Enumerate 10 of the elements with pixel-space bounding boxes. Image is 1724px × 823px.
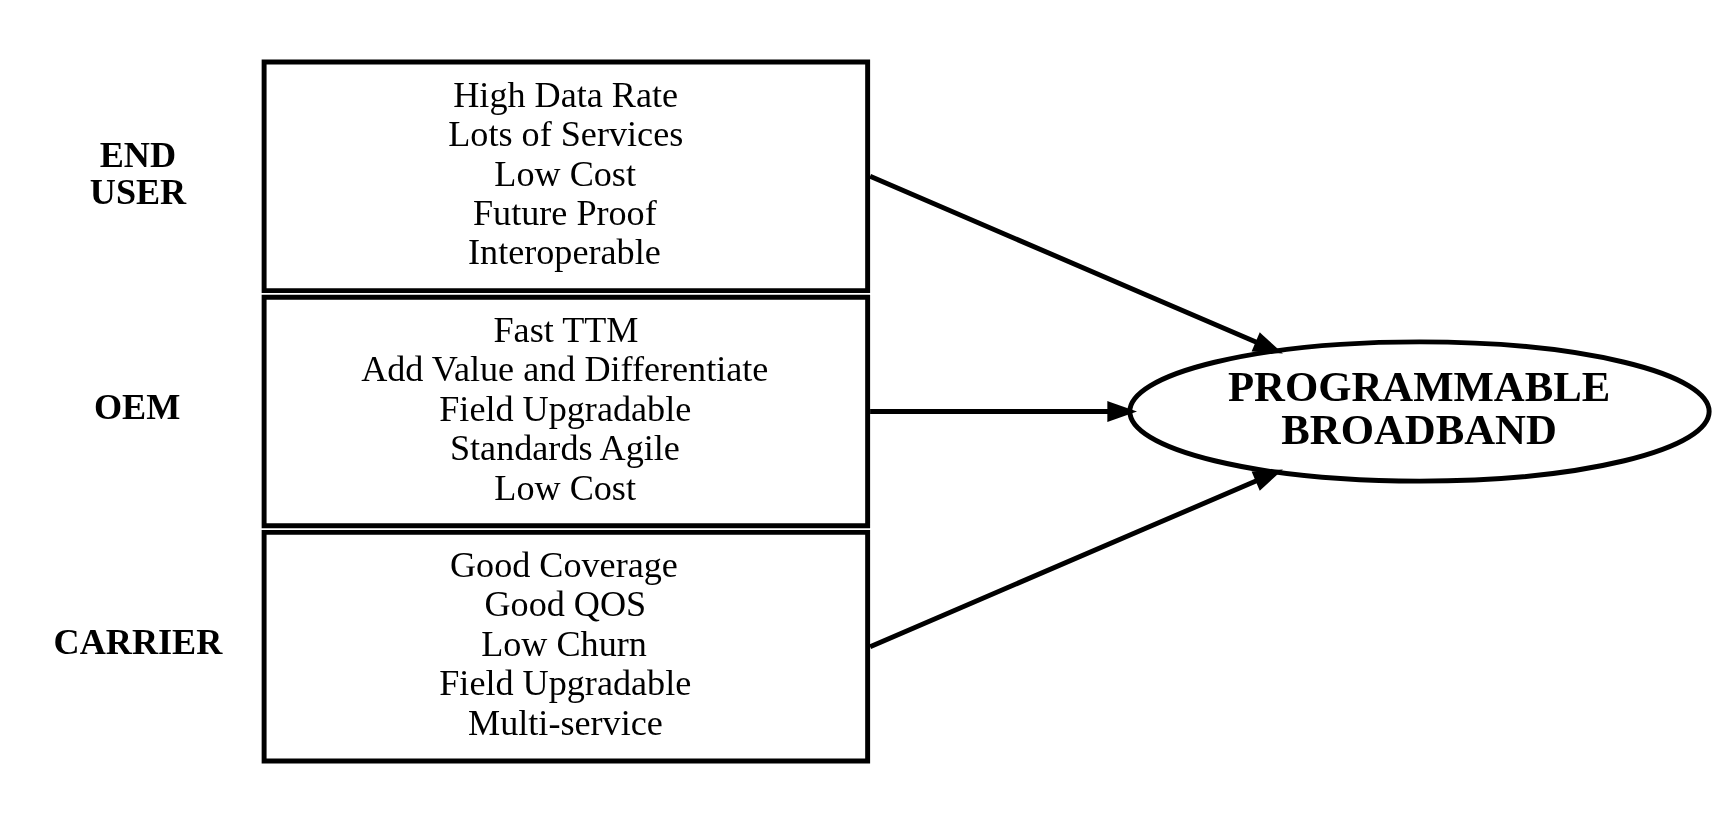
arrow: [869, 469, 1283, 649]
node-label: OEM: [93, 387, 181, 428]
node-ellipse: PROGRAMMABLE BROADBAND: [1127, 339, 1712, 484]
node-box: Fast TTM Add Value and Differentiate Field Upgradable Standards Agile Low Cost: [261, 294, 871, 529]
arrow: [869, 174, 1283, 354]
node-box: Good Coverage Good QOS Low Churn Field Upgradable Multi-service: [261, 529, 871, 764]
node-label: END USER: [89, 135, 187, 212]
arrow: [870, 401, 1137, 422]
node-label: CARRIER: [53, 622, 223, 663]
node-box: High Data Rate Lots of Services Low Cost Future Proof Interoperable: [261, 59, 871, 294]
